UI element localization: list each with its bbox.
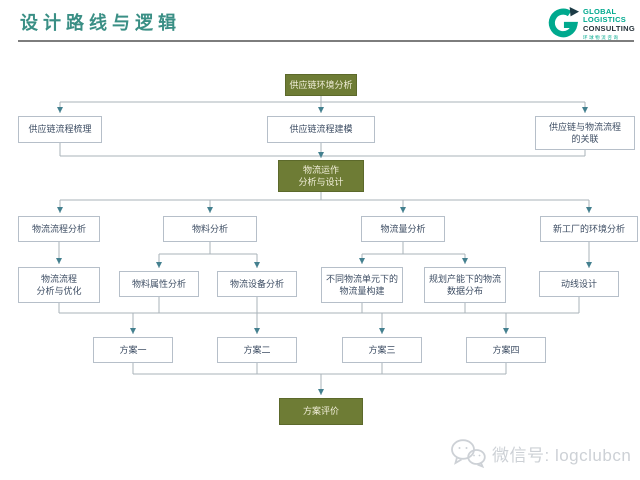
header-divider: [18, 40, 634, 42]
flow-node-flow-analysis-optimization: 物流流程 分析与优化: [18, 267, 100, 303]
flow-node-plan-1: 方案一: [93, 337, 173, 363]
flow-node-moving-line-design: 动线设计: [539, 271, 619, 297]
flow-node-equipment-analysis: 物流设备分析: [217, 271, 297, 297]
flow-node-plan-evaluation: 方案评价: [279, 398, 363, 425]
flow-node-sc-logistics-relation: 供应链与物流流程 的关联: [535, 116, 635, 150]
flow-node-volume-analysis: 物流量分析: [361, 216, 445, 242]
flow-node-material-attribute-analysis: 物料属性分析: [119, 271, 199, 297]
watermark-text: 微信号: logclubcn: [492, 445, 632, 465]
company-logo: GLOBAL LOGISTICS CONSULTING 环球物流咨询: [546, 5, 635, 41]
flow-node-process-modeling: 供应链流程建模: [267, 116, 375, 143]
flow-node-unit-volume-construction: 不同物流单元下的 物流量构建: [321, 267, 403, 303]
flow-node-logistics-operation-design: 物流运作 分析与设计: [278, 160, 364, 192]
flow-node-new-factory-env-analysis: 新工厂的环境分析: [540, 216, 638, 242]
flow-node-plan-4: 方案四: [466, 337, 546, 363]
logo-word-global: GLOBAL: [582, 7, 617, 16]
wechat-icon: [451, 439, 486, 468]
flow-node-supply-chain-env-analysis: 供应链环境分析: [285, 74, 357, 96]
logo-tagline: 环球物流咨询: [582, 34, 620, 40]
logo-word-consulting: CONSULTING: [582, 23, 635, 33]
flow-node-material-analysis: 物料分析: [163, 216, 257, 242]
flow-node-process-sorting: 供应链流程梳理: [18, 116, 102, 143]
flow-node-plan-3: 方案三: [342, 337, 422, 363]
wechat-watermark: 微信号: logclubcn: [450, 438, 631, 468]
flow-node-flow-analysis: 物流流程分析: [18, 216, 100, 242]
logo-wordmark: GLOBAL LOGISTICS CONSULTING 环球物流咨询: [583, 5, 635, 40]
flow-node-capacity-data-distribution: 规划产能下的物流 数据分布: [424, 267, 506, 303]
logo-word-logistics: LOGISTICS: [582, 15, 627, 25]
logo-g-icon: [548, 6, 580, 38]
page-title: 设计路线与逻辑: [20, 13, 181, 33]
flow-node-plan-2: 方案二: [217, 337, 297, 363]
